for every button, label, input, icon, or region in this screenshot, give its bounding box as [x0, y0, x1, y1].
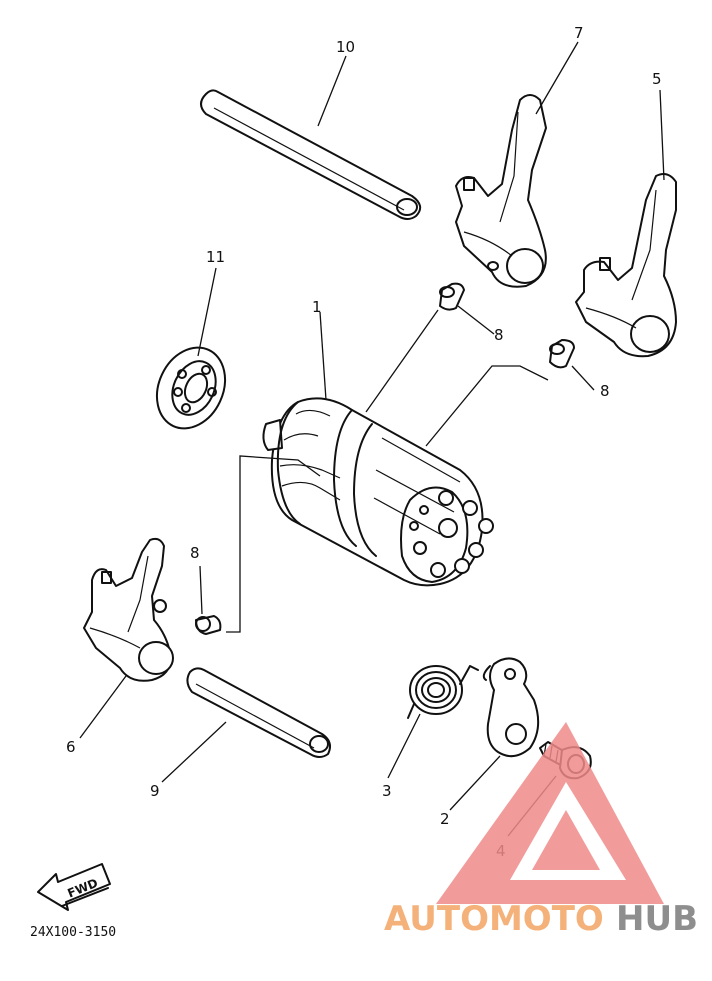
pin-8-upper — [439, 282, 465, 311]
watermark-triangle — [436, 722, 664, 904]
shaft-9 — [186, 667, 331, 758]
shift-fork-6 — [83, 537, 174, 682]
callout-8-right: 8 — [600, 382, 610, 400]
callout-10: 10 — [336, 38, 355, 56]
fwd-arrow: FWD — [37, 863, 111, 911]
diagram-part-number: 24X100-3150 — [30, 925, 116, 940]
callout-11: 11 — [206, 248, 225, 266]
leader-lines — [79, 41, 665, 837]
watermark-logo: AUTOMOTO HUB — [384, 722, 698, 939]
shift-plate-2 — [482, 657, 540, 758]
bearing-11 — [155, 346, 227, 430]
watermark-brand-part2: HUB — [616, 899, 698, 939]
callout-9: 9 — [150, 782, 160, 800]
callout-1: 1 — [312, 298, 322, 316]
pin-8-right — [549, 339, 575, 369]
callout-7: 7 — [574, 24, 584, 42]
callout-5: 5 — [652, 70, 662, 88]
watermark-brand-part1: AUTOMOTO — [384, 899, 604, 939]
callout-3: 3 — [382, 782, 392, 800]
callout-8-left: 8 — [190, 544, 200, 562]
callout-2: 2 — [440, 810, 450, 828]
pin-8-left — [195, 615, 222, 635]
callout-numbers: 1 2 3 4 5 6 7 8 8 8 9 10 11 — [66, 24, 662, 860]
callout-6: 6 — [66, 738, 76, 756]
callout-8-upper: 8 — [494, 326, 504, 344]
shift-fork-7 — [455, 94, 547, 288]
shaft-10 — [200, 89, 422, 220]
spring-3 — [407, 665, 479, 719]
shift-fork-5 — [575, 173, 677, 358]
shift-drum-1 — [262, 397, 494, 587]
